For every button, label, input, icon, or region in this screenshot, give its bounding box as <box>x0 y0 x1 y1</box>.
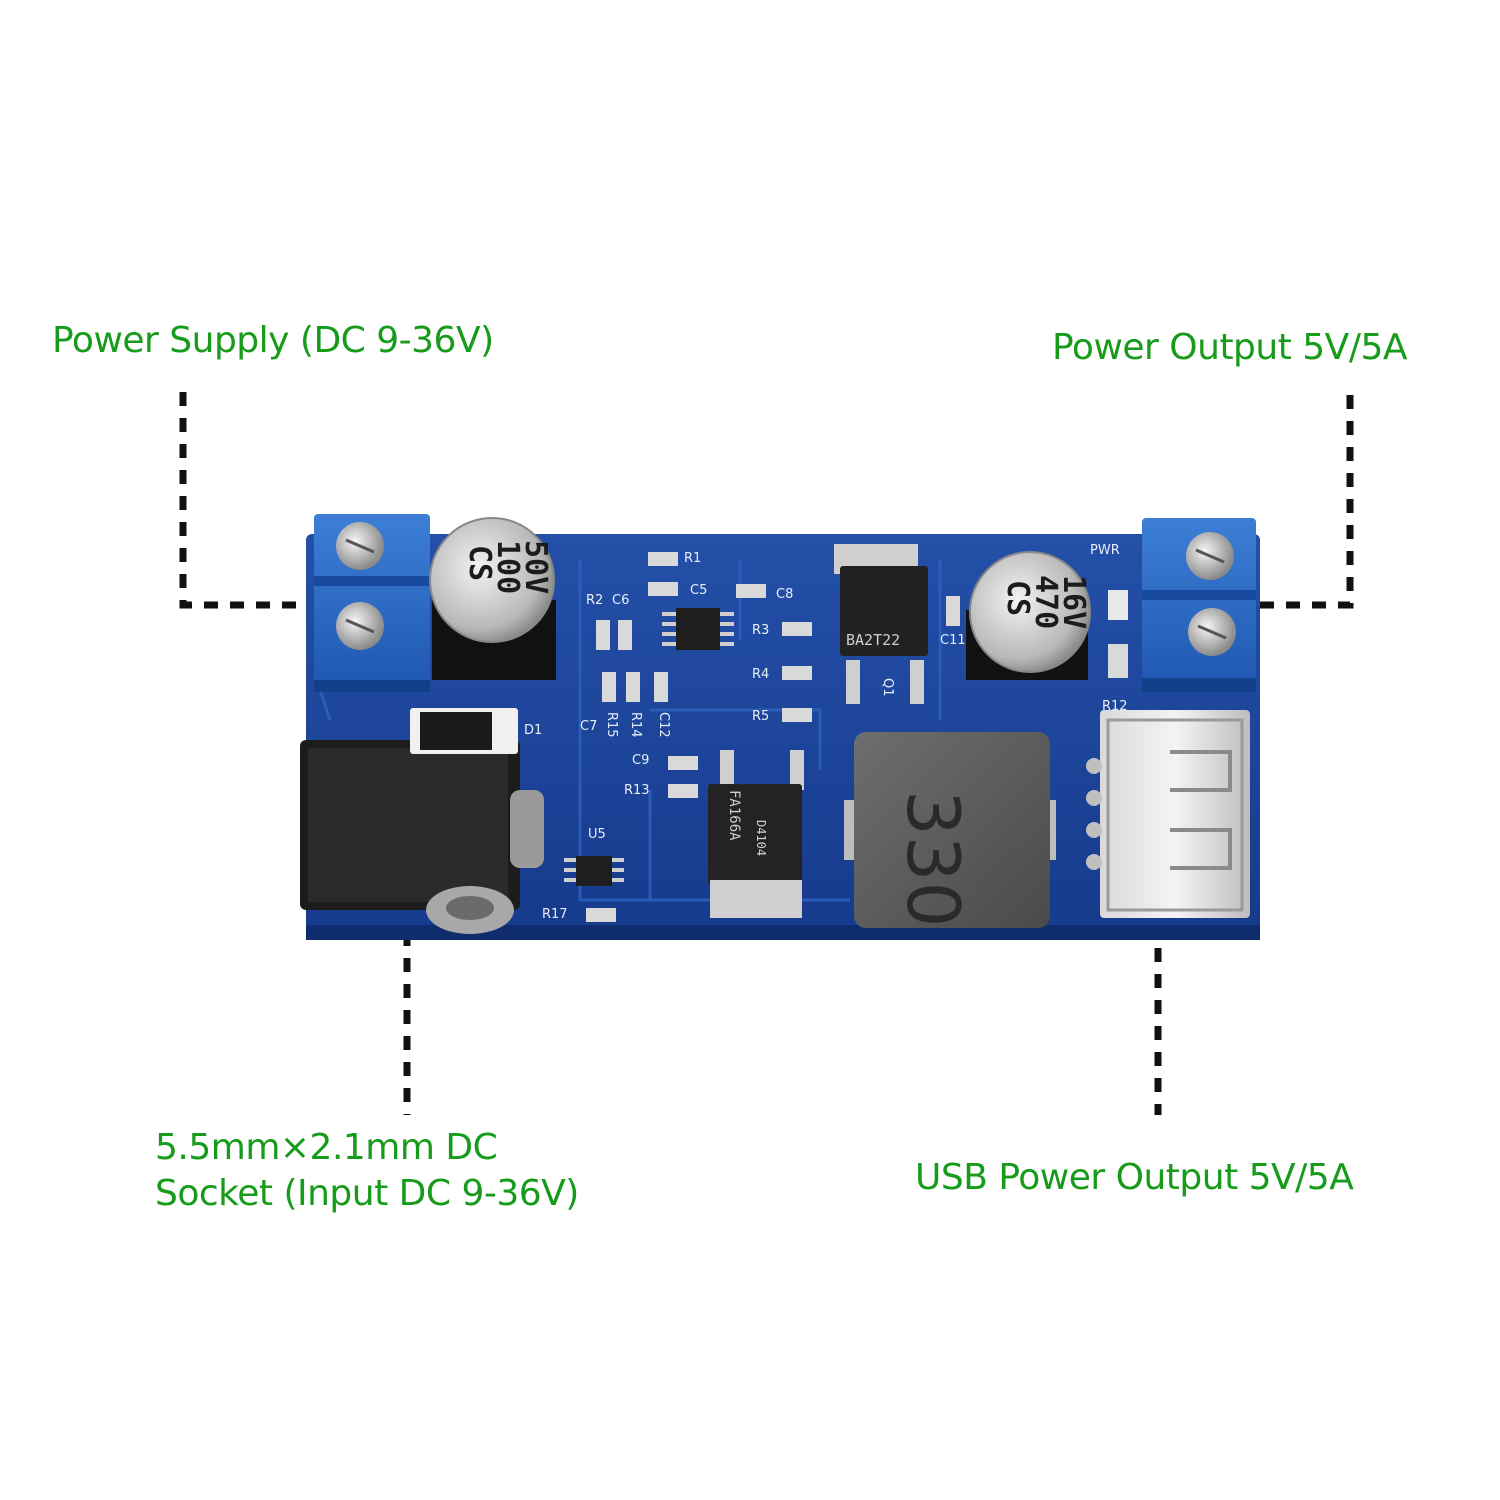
silk-r4: R4 <box>752 667 769 682</box>
input-terminal-block <box>314 514 430 692</box>
mosfet-q1-marking: BA2T22 <box>846 631 900 649</box>
output-cap-marking-1: CS <box>1000 580 1035 616</box>
input-cap-marking-3: 50V <box>518 540 553 594</box>
output-cap-marking-3: 16V <box>1056 575 1091 629</box>
silk-c8: C8 <box>776 587 793 602</box>
dc-socket-label-line1: 5.5mm×2.1mm DC <box>155 1127 498 1168</box>
leader-power-output <box>1258 395 1354 609</box>
power-output-label: Power Output 5V/5A <box>1052 327 1407 368</box>
silk-u5: U5 <box>588 827 606 842</box>
silk-r12: R12 <box>1102 699 1128 714</box>
silk-r3: R3 <box>752 623 769 638</box>
mosfet-lower: FA166A D4104 <box>708 750 804 918</box>
u5-ic <box>564 856 624 886</box>
controller-ic <box>662 608 734 650</box>
dc-barrel-jack <box>300 740 544 934</box>
output-capacitor: CS 470 16V <box>966 551 1091 680</box>
silkscreen: R1 C5 C8 R2 C6 R3 R4 R5 C7 R15 R14 C12 C… <box>524 543 1128 922</box>
silk-r15: R15 <box>604 712 619 738</box>
leader-power-supply <box>179 392 305 609</box>
inductor: 330 <box>844 732 1056 928</box>
input-cap-marking-2: 100 <box>490 540 525 594</box>
silk-r17: R17 <box>542 907 568 922</box>
silk-c7: C7 <box>580 719 597 734</box>
silk-c9: C9 <box>632 753 649 768</box>
diode-d1 <box>410 708 518 754</box>
silk-c6: C6 <box>612 593 629 608</box>
input-cap-marking-1: CS <box>462 545 497 581</box>
dc-socket-label: 5.5mm×2.1mm DC Socket (Input DC 9-36V) <box>155 1125 579 1217</box>
dc-socket-label-line2: Socket (Input DC 9-36V) <box>155 1173 579 1214</box>
smd-components <box>586 552 1128 922</box>
usb-a-port <box>1086 710 1250 918</box>
mosfet-q1: BA2T22 <box>834 544 928 704</box>
silk-q1: Q1 <box>880 678 895 697</box>
usb-output-label: USB Power Output 5V/5A <box>915 1157 1354 1198</box>
silk-r1: R1 <box>684 551 701 566</box>
silk-pwr: PWR <box>1090 543 1120 558</box>
silk-r2: R2 <box>586 593 603 608</box>
mosfet-lower-marking-2: D4104 <box>754 820 768 856</box>
silk-r14: R14 <box>628 712 643 738</box>
silk-c11: C11 <box>940 633 966 648</box>
mosfet-lower-marking-1: FA166A <box>726 790 742 841</box>
silk-r13: R13 <box>624 783 650 798</box>
silk-c12: C12 <box>656 712 671 738</box>
silk-c5: C5 <box>690 583 707 598</box>
power-supply-label: Power Supply (DC 9-36V) <box>52 320 494 361</box>
output-terminal-block <box>1142 518 1256 692</box>
inductor-marking: 330 <box>891 790 975 927</box>
output-cap-marking-2: 470 <box>1028 575 1063 629</box>
silk-d1: D1 <box>524 723 542 738</box>
silk-r5: R5 <box>752 709 769 724</box>
input-capacitor: CS 100 50V <box>429 517 556 680</box>
